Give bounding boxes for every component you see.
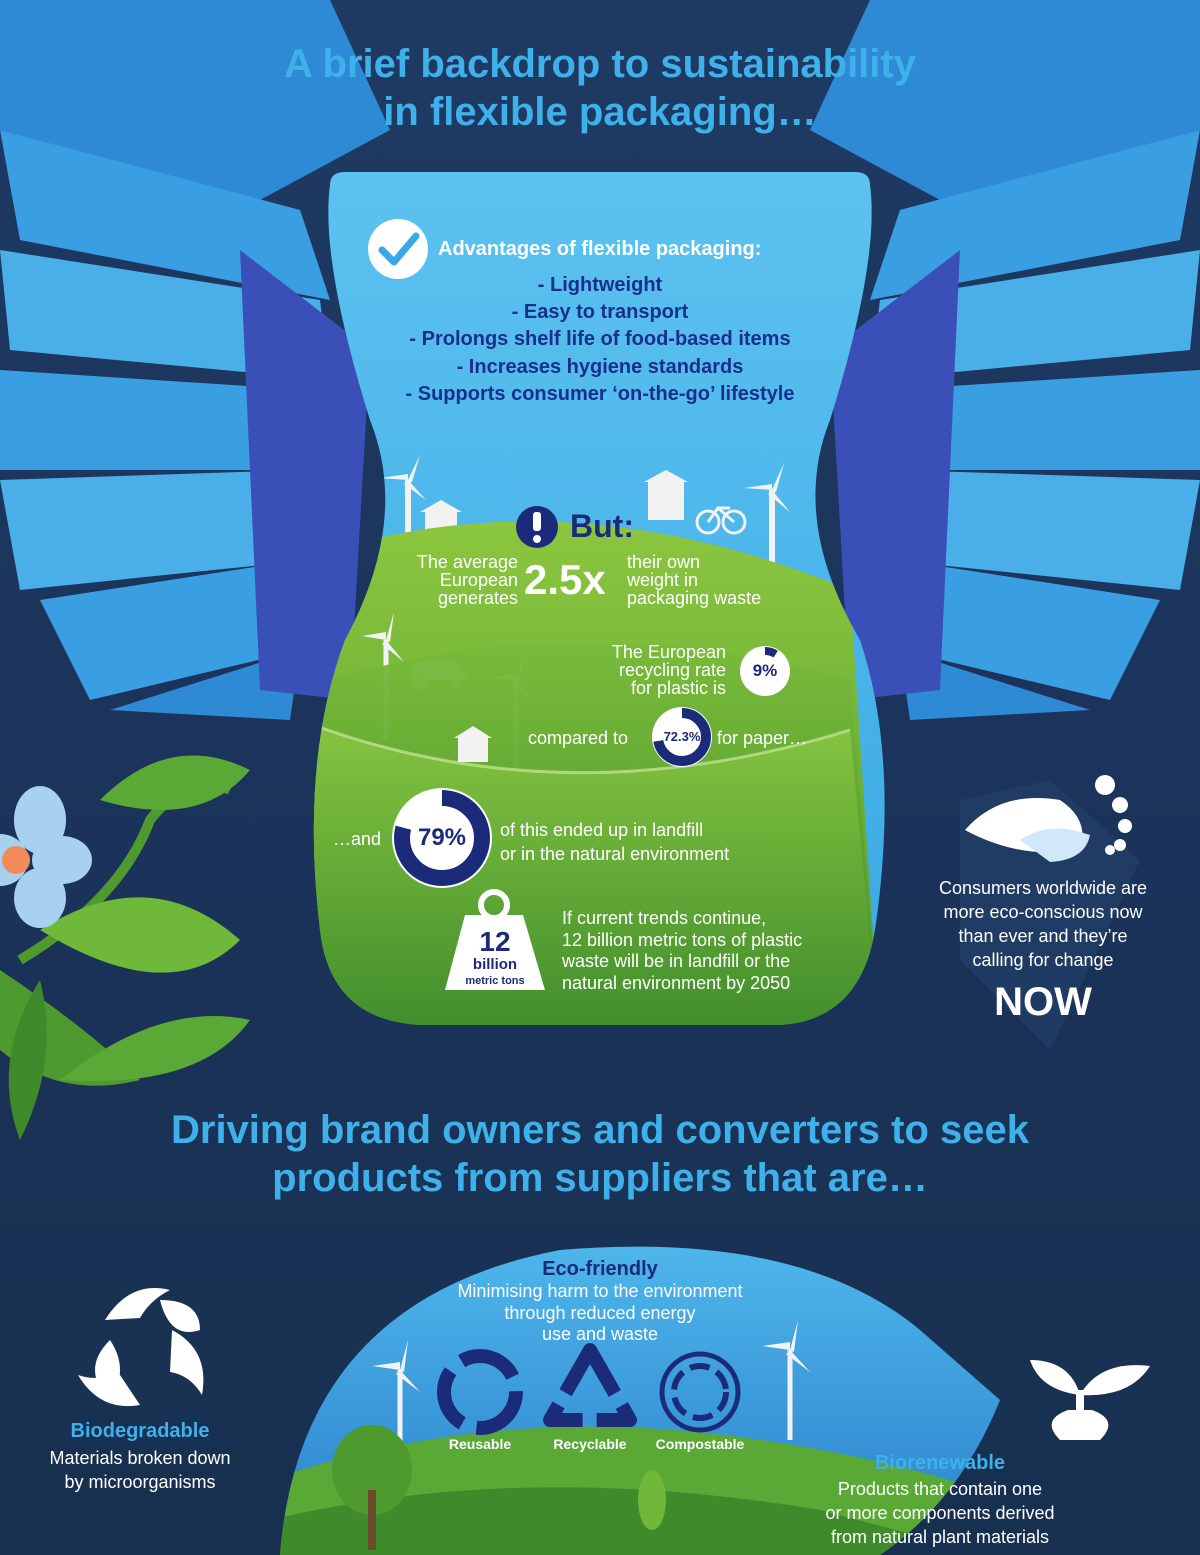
flower-illustration bbox=[0, 755, 250, 1140]
stat1-left-text: The average European generates bbox=[390, 553, 518, 607]
eco-desc: Minimising harm to the environment throu… bbox=[400, 1281, 800, 1346]
biodegradable-title: Biodegradable bbox=[70, 1420, 210, 1442]
title-line1: A brief backdrop to sustainability bbox=[284, 42, 916, 86]
landfill-rate-value: 79% bbox=[417, 824, 467, 851]
stat1-left-line: The average bbox=[416, 552, 518, 572]
biorenewable-title: Biorenewable bbox=[874, 1452, 1006, 1474]
compostable-label: Compostable bbox=[655, 1436, 745, 1452]
paper-rate-donut bbox=[652, 707, 712, 767]
section2-title-line2: products from suppliers that are… bbox=[272, 1156, 928, 1200]
advantage-item: - Lightweight bbox=[537, 274, 663, 296]
weight-value: 12 bbox=[479, 926, 511, 957]
but-label: But: bbox=[570, 508, 634, 544]
paper-label: for paper… bbox=[717, 728, 808, 748]
recycling-line: The European bbox=[611, 642, 726, 662]
right-wing bbox=[810, 0, 1200, 720]
stat1-value: 2.5x bbox=[524, 556, 606, 603]
landfill-prefix: …and bbox=[333, 829, 382, 849]
trend-line: 12 billion metric tons of plastic bbox=[562, 929, 803, 950]
paper-rate-value: 72.3% bbox=[663, 729, 701, 744]
trend-line: natural environment by 2050 bbox=[562, 972, 791, 993]
reusable-icon bbox=[437, 1349, 523, 1435]
landfill-line: or in the natural environment bbox=[500, 844, 730, 864]
advantage-item: - Supports consumer ‘on-the-go’ lifestyl… bbox=[405, 383, 795, 405]
recycling-text: The European recycling rate for plastic … bbox=[560, 643, 726, 697]
landfill-text: of this ended up in landfill or in the n… bbox=[500, 818, 729, 866]
biorenewable-desc: Products that contain one or more compon… bbox=[790, 1477, 1090, 1549]
section2-title: Driving brand owners and converters to s… bbox=[60, 1106, 1140, 1202]
plastic-rate-donut bbox=[740, 646, 790, 696]
section2-title-line1: Driving brand owners and converters to s… bbox=[170, 1108, 1030, 1152]
check-icon bbox=[368, 219, 428, 279]
recyclable-icon bbox=[543, 1343, 637, 1427]
plastic-rate-value: 9% bbox=[752, 661, 778, 680]
left-wing bbox=[0, 0, 390, 720]
advantage-item: - Prolongs shelf life of food-based item… bbox=[409, 328, 791, 350]
recycling-line: recycling rate bbox=[618, 660, 726, 680]
trend-line: If current trends continue, bbox=[562, 908, 767, 928]
biorenewable-line: Products that contain one bbox=[837, 1479, 1043, 1499]
weight-icon bbox=[445, 889, 545, 990]
biodegradable-line: by microorganisms bbox=[64, 1472, 216, 1492]
eco-desc-line: use and waste bbox=[541, 1324, 659, 1344]
eco-desc-line: Minimising harm to the environment bbox=[457, 1281, 743, 1301]
recycling-line: for plastic is bbox=[630, 678, 726, 698]
central-bag bbox=[313, 172, 885, 1025]
consumers-line: than ever and they’re bbox=[958, 926, 1128, 946]
page-title: A brief backdrop to sustainability in fl… bbox=[100, 40, 1100, 136]
reusable-label: Reusable bbox=[448, 1436, 512, 1452]
recyclable-label: Recyclable bbox=[553, 1436, 627, 1452]
now-emphasis: NOW bbox=[994, 980, 1092, 1024]
weight-unit2: metric tons bbox=[465, 975, 525, 987]
biodegradable-icon bbox=[78, 1288, 204, 1407]
stat1-right-line: their own bbox=[627, 552, 701, 572]
consumers-text: Consumers worldwide are more eco-conscio… bbox=[910, 876, 1176, 972]
compared-label: compared to bbox=[528, 728, 629, 748]
weight-unit1: billion bbox=[472, 956, 518, 973]
exclamation-icon bbox=[516, 506, 558, 548]
landfill-rate-donut bbox=[392, 788, 492, 888]
stat1-right-text: their own weight in packaging waste bbox=[627, 553, 761, 607]
consumers-line: Consumers worldwide are bbox=[938, 878, 1148, 898]
stat1-right-line: weight in bbox=[627, 570, 699, 590]
trend-line: waste will be in landfill or the bbox=[562, 951, 791, 971]
biodegradable-desc: Materials broken down by microorganisms bbox=[20, 1446, 260, 1494]
title-line2: in flexible packaging… bbox=[383, 90, 817, 134]
eco-desc-line: through reduced energy bbox=[504, 1302, 696, 1323]
trend-text: If current trends continue, 12 billion m… bbox=[562, 908, 802, 994]
biodegradable-line: Materials broken down bbox=[49, 1448, 231, 1468]
biorenewable-icon bbox=[1030, 1360, 1150, 1440]
landfill-line: of this ended up in landfill bbox=[500, 820, 704, 840]
consumers-line: more eco-conscious now bbox=[943, 902, 1143, 922]
consumers-line: calling for change bbox=[972, 950, 1114, 970]
stat1-right-line: packaging waste bbox=[627, 588, 762, 608]
stat1-left-line: European bbox=[439, 570, 518, 590]
advantage-item: - Easy to transport bbox=[511, 301, 689, 323]
advantage-item: - Increases hygiene standards bbox=[456, 356, 744, 378]
stat1-left-line: generates bbox=[437, 588, 518, 608]
compostable-icon bbox=[659, 1351, 741, 1433]
eco-title: Eco-friendly bbox=[542, 1258, 658, 1280]
advantages-heading: Advantages of flexible packaging: bbox=[438, 238, 762, 260]
biorenewable-line: from natural plant materials bbox=[830, 1527, 1050, 1547]
footprint-icon bbox=[960, 775, 1140, 1050]
biorenewable-line: or more components derived bbox=[825, 1503, 1055, 1523]
